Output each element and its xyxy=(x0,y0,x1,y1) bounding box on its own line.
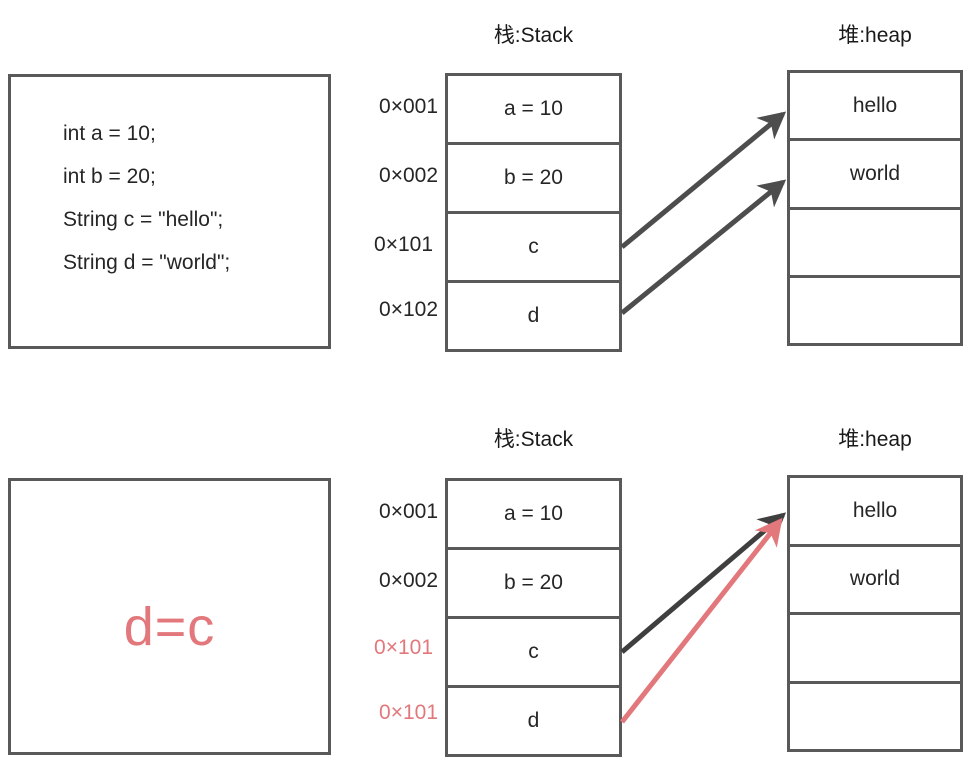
code-line: String d = "world"; xyxy=(63,251,231,274)
heap-row-hello: hello xyxy=(790,73,960,142)
heap-title-top: 堆:heap xyxy=(838,24,912,47)
heap-table-bottom: hello world xyxy=(787,475,963,752)
stack-address-label: 0×001 xyxy=(379,500,438,523)
code-panel: int a = 10; int b = 20; String c = "hell… xyxy=(8,74,331,349)
heap-table-top: hello world xyxy=(787,70,963,346)
stack-address-label: 0×002 xyxy=(379,164,438,187)
heap-row-empty-2 xyxy=(790,278,960,343)
arrow-c-to-hello-bottom xyxy=(620,512,787,654)
stack-row-c: c xyxy=(448,214,619,283)
stack-address-label: 0×101 xyxy=(374,233,433,256)
heap-row-empty-2 xyxy=(790,684,960,750)
stack-address-label: 0×102 xyxy=(379,298,438,321)
arrow-d-to-world-top xyxy=(620,179,787,315)
stack-table-top: a = 10 b = 20 c d xyxy=(445,73,622,352)
stack-address-label: 0×101 xyxy=(374,636,433,659)
heap-row-hello: hello xyxy=(790,478,960,547)
arrow-d-to-hello-bottom xyxy=(620,517,783,724)
stack-row-b: b = 20 xyxy=(448,550,619,619)
stack-row-a: a = 10 xyxy=(448,481,619,550)
code-block: int a = 10; int b = 20; String c = "hell… xyxy=(63,121,230,276)
heap-title-bottom: 堆:heap xyxy=(838,428,912,451)
stack-row-d: d xyxy=(527,709,540,732)
assignment-caption: d=c xyxy=(123,597,216,657)
heap-row-world: world xyxy=(790,141,960,210)
code-line: int b = 20; xyxy=(63,165,156,188)
code-line: int a = 10; xyxy=(63,122,156,145)
code-line: String c = "hello"; xyxy=(63,208,224,231)
stack-row-a: a = 10 xyxy=(448,76,619,145)
stack-address-label: 0×002 xyxy=(379,569,438,592)
arrow-c-to-hello-top xyxy=(620,111,787,249)
caption-panel: d=c xyxy=(8,478,331,755)
stack-title-top: 栈:Stack xyxy=(493,24,574,47)
stack-title-bottom: 栈:Stack xyxy=(493,428,574,451)
stack-row-c: c xyxy=(448,619,619,688)
heap-row-world: world xyxy=(790,547,960,615)
stack-row-d: d xyxy=(527,304,540,327)
heap-row-empty-1 xyxy=(790,615,960,684)
heap-row-empty-1 xyxy=(790,210,960,278)
stack-row-b: b = 20 xyxy=(448,145,619,214)
stack-table-bottom: a = 10 b = 20 c d xyxy=(445,478,622,757)
stack-address-label: 0×101 xyxy=(379,701,438,724)
stack-address-label: 0×001 xyxy=(379,95,438,118)
